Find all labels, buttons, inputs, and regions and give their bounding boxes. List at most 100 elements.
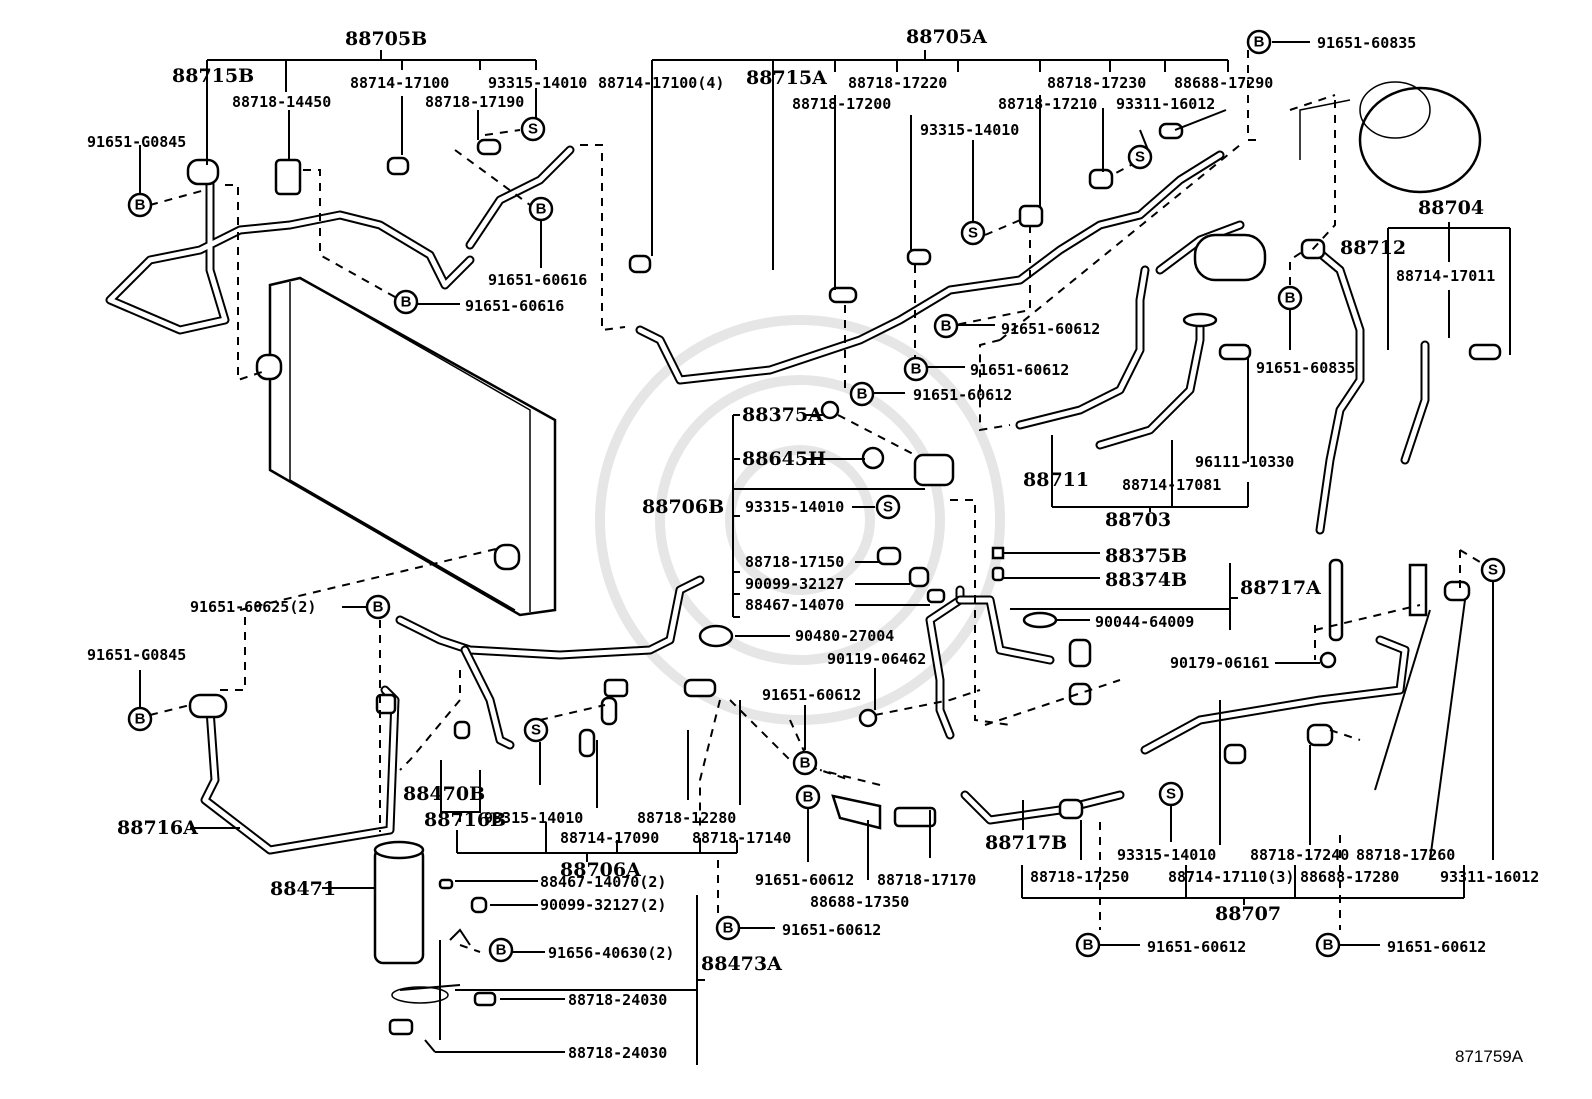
part-label: 88718-17230 xyxy=(1047,74,1146,92)
bracket-88705B xyxy=(206,50,537,175)
part-label: 91651-60612 xyxy=(970,361,1069,379)
part-label: 88718-17220 xyxy=(848,74,947,92)
part-label: 88714-17100 xyxy=(350,74,449,92)
part-label: 93315-14010 xyxy=(920,121,1019,139)
part-label: 88715A xyxy=(746,67,827,89)
part-label: 93311-16012 xyxy=(1116,95,1215,113)
part-label: 88715B xyxy=(172,65,254,87)
svg-text:B: B xyxy=(911,361,922,378)
bracket-88473A-drawing xyxy=(391,928,471,1040)
part-label: 88712 xyxy=(1340,237,1406,259)
part-label: 88718-17240 xyxy=(1250,846,1349,864)
pipe-88717B xyxy=(960,635,1410,825)
hose-88712 xyxy=(1305,240,1502,535)
part-label: 91651-60616 xyxy=(488,271,587,289)
part-label: 88718-24030 xyxy=(568,1044,667,1062)
bracket-88703 xyxy=(1051,345,1249,512)
part-label: 88718-12280 xyxy=(637,809,736,827)
screw-symbol: S xyxy=(1127,144,1153,170)
part-label: 88688-17290 xyxy=(1174,74,1273,92)
hose-88714-17081 xyxy=(1095,312,1252,450)
bolt-symbol: B xyxy=(849,381,875,407)
part-label: 88467-14070(2) xyxy=(540,873,666,891)
svg-text:B: B xyxy=(135,197,146,214)
part-label: 88470B xyxy=(403,783,485,805)
screw-symbol: S xyxy=(875,494,901,520)
bolt-symbol: B xyxy=(1315,932,1341,958)
screw-symbol: S xyxy=(960,220,986,246)
small-parts xyxy=(186,122,1471,1036)
svg-text:B: B xyxy=(723,920,734,937)
part-label: 91651-60616 xyxy=(465,297,564,315)
part-label: 90099-32127 xyxy=(745,575,844,593)
svg-text:B: B xyxy=(941,318,952,335)
bracket-88473A xyxy=(455,895,705,1065)
svg-text:B: B xyxy=(135,711,146,728)
bolt-symbol: B xyxy=(1277,285,1303,311)
svg-text:B: B xyxy=(496,942,507,959)
part-label: 88645H xyxy=(742,448,826,470)
part-label: 88718-17190 xyxy=(425,93,524,111)
part-label: 90099-32127(2) xyxy=(540,896,666,914)
pipe-88715A xyxy=(635,150,1225,385)
part-label: 88718-17260 xyxy=(1356,846,1455,864)
group-label-88717A: 88717A xyxy=(1240,577,1321,599)
part-label: 88718-17250 xyxy=(1030,868,1129,886)
svg-text:S: S xyxy=(531,722,541,739)
part-label: 91651-60612 xyxy=(913,386,1012,404)
part-label: 88716A xyxy=(117,817,198,839)
bracket-88706B xyxy=(732,414,925,618)
svg-text:S: S xyxy=(1135,149,1145,166)
bracket-88707 xyxy=(1021,865,1465,905)
part-label: 90119-06462 xyxy=(827,650,926,668)
part-label: 91651-G0845 xyxy=(87,133,186,151)
part-label: 91651-60612 xyxy=(762,686,861,704)
bracket-88706A xyxy=(456,822,738,862)
svg-text:B: B xyxy=(536,201,547,218)
screw-symbol: S xyxy=(520,116,546,142)
bracket-88716B xyxy=(440,760,481,822)
screw-symbol: S xyxy=(1158,781,1184,807)
part-labels: 88715B 88718-14450 88714-17100 93315-140… xyxy=(87,34,1539,1062)
part-label: 88375B xyxy=(1105,545,1187,567)
part-label: 88711 xyxy=(1023,469,1089,491)
part-label: 88718-17170 xyxy=(877,871,976,889)
svg-text:B: B xyxy=(1083,937,1094,954)
pipe-88717A xyxy=(925,585,1055,740)
watermark xyxy=(595,315,1005,725)
svg-text:B: B xyxy=(1323,937,1334,954)
bolt-symbol: B xyxy=(795,784,821,810)
part-label: 88374B xyxy=(1105,569,1187,591)
part-label: 88714-17110(3) xyxy=(1168,868,1294,886)
bracket-88717A xyxy=(1010,563,1238,630)
group-label-88706B: 88706B xyxy=(642,496,724,518)
svg-text:B: B xyxy=(373,599,384,616)
part-label: 91656-40630(2) xyxy=(548,944,674,962)
bolt-symbol: B xyxy=(715,915,741,941)
bolt-symbol: B xyxy=(933,313,959,339)
svg-text:S: S xyxy=(1166,786,1176,803)
symbol-circles: B B S B S S B B B B B S S B B S B B S B … xyxy=(127,29,1506,963)
bolt-symbol: B xyxy=(903,356,929,382)
part-label: 88718-24030 xyxy=(568,991,667,1009)
pipe-88706A xyxy=(395,575,705,750)
svg-text:S: S xyxy=(1488,562,1498,579)
illustration-code: 871759A xyxy=(1455,1047,1524,1066)
svg-text:B: B xyxy=(800,755,811,772)
bolt-symbol: B xyxy=(1075,932,1101,958)
bolt-symbol: B xyxy=(1246,29,1272,55)
bolt-symbol: B xyxy=(393,289,419,315)
part-label: 90044-64009 xyxy=(1095,613,1194,631)
bolt-symbol: B xyxy=(365,594,391,620)
part-label: 93315-14010 xyxy=(484,809,583,827)
group-label-88473A: 88473A xyxy=(701,953,782,975)
svg-text:B: B xyxy=(401,294,412,311)
part-label: 88718-17210 xyxy=(998,95,1097,113)
group-label-88717B: 88717B xyxy=(985,832,1067,854)
group-label-88707: 88707 xyxy=(1215,903,1281,925)
group-label-88716B: 88716B xyxy=(424,809,506,831)
condenser xyxy=(268,276,557,617)
part-label: 91651-G0845 xyxy=(87,646,186,664)
part-label: 90179-06161 xyxy=(1170,654,1269,672)
part-label: 88718-17140 xyxy=(692,829,791,847)
